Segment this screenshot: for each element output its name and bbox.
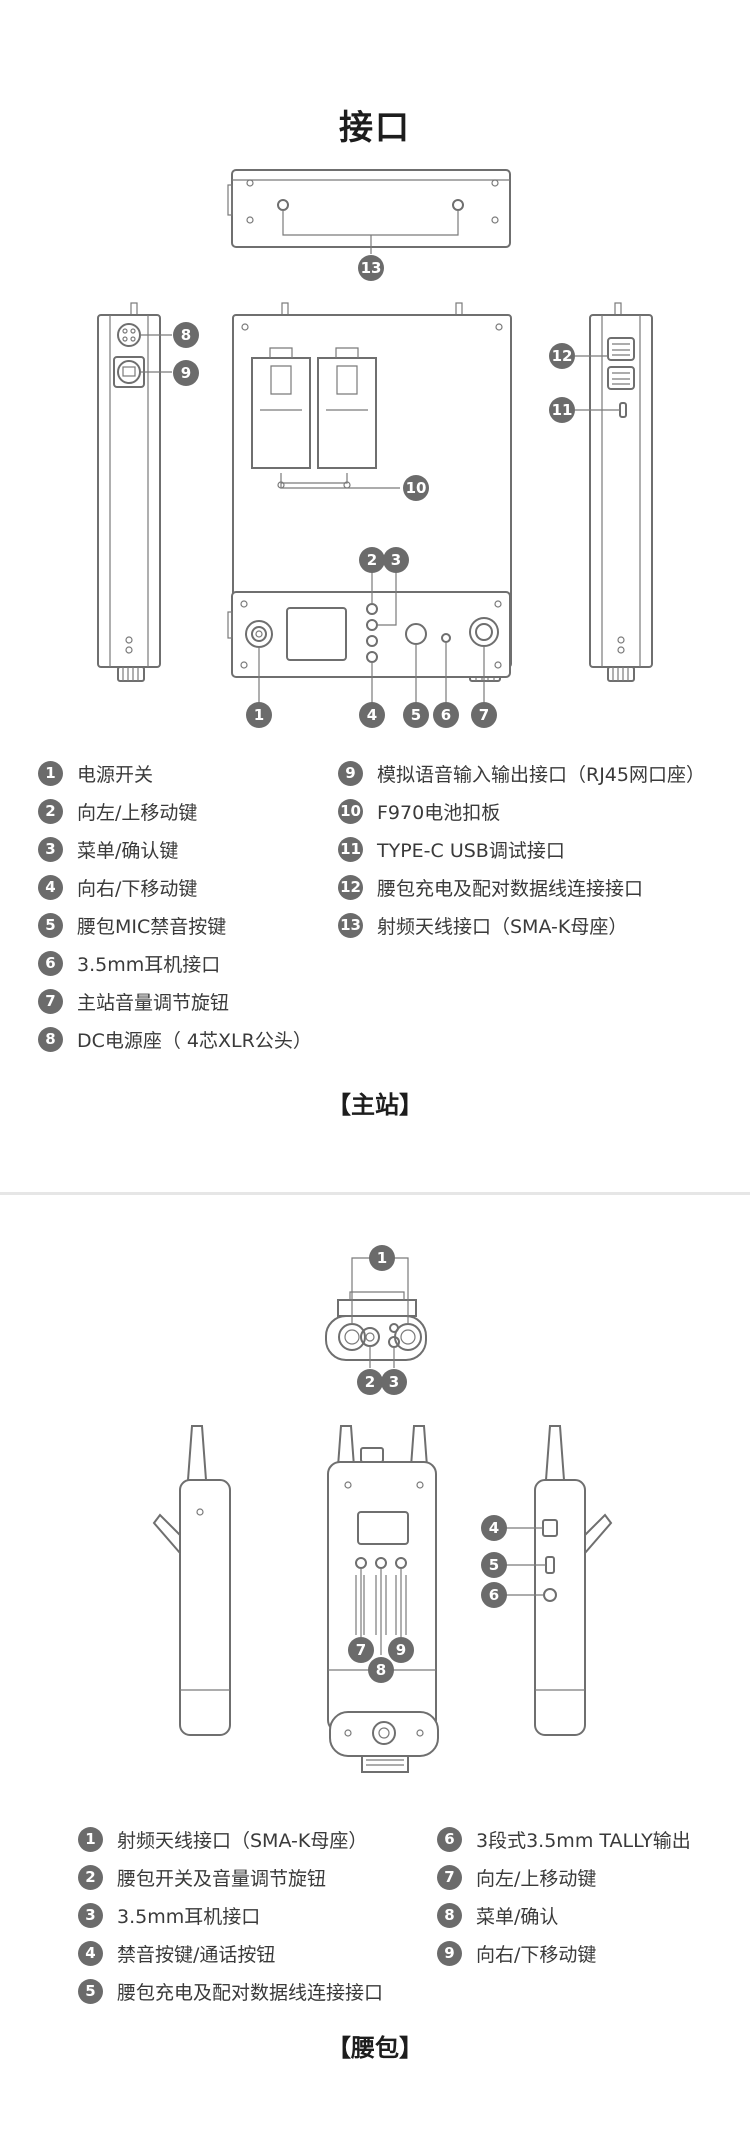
svg-text:4: 4 (367, 706, 377, 724)
callout-badge-9: 9 (173, 360, 199, 386)
callout-badge-9: 9 (388, 1637, 414, 1663)
callout-badge-12: 12 (549, 343, 575, 369)
svg-text:3: 3 (389, 1373, 399, 1391)
svg-text:8: 8 (376, 1661, 386, 1679)
belt-pack-diagram: 1 2 3 7 8 (152, 1245, 613, 1773)
belt-pack-bottom-view (329, 1711, 439, 1773)
svg-text:5: 5 (411, 706, 421, 724)
callout-badge-11: 11 (549, 397, 575, 423)
page-title: 接口 (339, 108, 411, 148)
callout-badge-4: 4 (481, 1515, 507, 1541)
svg-text:8: 8 (181, 326, 191, 344)
svg-text:4: 4 (489, 1519, 499, 1537)
section-divider (0, 1192, 750, 1195)
callout-badge-1: 1 (246, 702, 272, 728)
callout-badge-2: 2 (357, 1369, 383, 1395)
callout-badge-4: 4 (359, 702, 385, 728)
belt-pack-right-side: 4 5 6 (481, 1425, 613, 1736)
back-view: 10 (232, 302, 512, 682)
svg-text:9: 9 (396, 1641, 406, 1659)
callout-badge-3: 3 (383, 547, 409, 573)
callout-badge-7: 7 (471, 702, 497, 728)
svg-text:5: 5 (489, 1556, 499, 1574)
svg-text:13: 13 (361, 259, 382, 277)
svg-text:7: 7 (479, 706, 489, 724)
svg-text:12: 12 (552, 347, 573, 365)
callout-badge-8: 8 (368, 1657, 394, 1683)
belt-pack-front: 7 8 9 (327, 1425, 437, 1733)
belt-pack-left-side (152, 1425, 231, 1736)
callout-badge-6: 6 (433, 702, 459, 728)
front-panel-view: 2 3 (227, 547, 511, 705)
svg-text:1: 1 (377, 1249, 387, 1267)
svg-text:3: 3 (391, 551, 401, 569)
svg-text:6: 6 (441, 706, 451, 724)
main-station-caption: 【主站】 (327, 1091, 423, 1119)
callout-badge-7: 7 (348, 1637, 374, 1663)
callout-badge-5: 5 (481, 1552, 507, 1578)
left-side-view: 8 9 (97, 302, 199, 682)
svg-text:2: 2 (367, 551, 377, 569)
belt-pack-top-view: 1 2 3 (325, 1245, 427, 1395)
front-panel-badges: 1 4 5 6 7 (246, 702, 497, 728)
svg-text:7: 7 (356, 1641, 366, 1659)
callout-badge-8: 8 (173, 322, 199, 348)
main-station-diagram: 13 8 9 (97, 169, 653, 705)
svg-text:6: 6 (489, 1586, 499, 1604)
callout-badge-10: 10 (403, 475, 429, 501)
svg-text:11: 11 (552, 401, 573, 419)
callout-badge-2: 2 (359, 547, 385, 573)
svg-text:10: 10 (406, 479, 427, 497)
callout-badge-6: 6 (481, 1582, 507, 1608)
svg-text:9: 9 (181, 364, 191, 382)
top-view: 13 (227, 169, 511, 281)
svg-text:2: 2 (365, 1373, 375, 1391)
svg-text:1: 1 (254, 706, 264, 724)
callout-badge-3: 3 (381, 1369, 407, 1395)
callout-badge-13: 13 (358, 255, 384, 281)
belt-pack-caption: 【腰包】 (327, 2034, 423, 2062)
callout-badge-5: 5 (403, 702, 429, 728)
callout-badge-1: 1 (369, 1245, 395, 1271)
right-side-view: 12 11 (549, 302, 653, 682)
